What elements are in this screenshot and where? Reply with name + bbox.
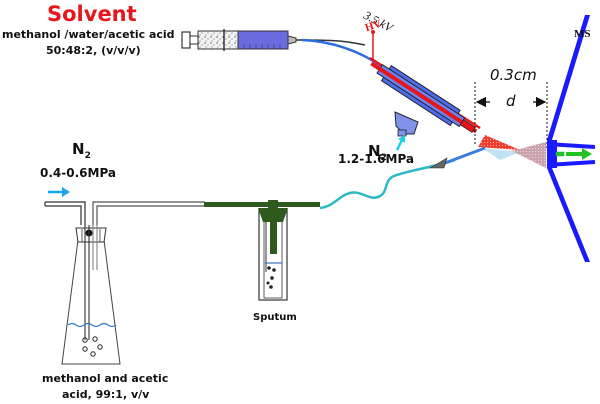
green-transfer-tube (204, 202, 320, 207)
ms-label: MS (574, 28, 591, 40)
syringe-plunger-rod (189, 35, 199, 45)
esi-source (370, 61, 478, 134)
sample-spray-plume (482, 148, 520, 160)
sputum-tube-cap (258, 208, 288, 222)
sample-transfer-tube (319, 158, 456, 210)
electrospray-plume (478, 135, 520, 150)
nebulizer-gas-inlet (394, 111, 419, 137)
carrier-gas-pressure: 0.4-0.6MPa (40, 166, 117, 180)
carrier-gas-arrow-icon (48, 187, 70, 197)
hv-connection (371, 30, 375, 60)
flask-solution-line2: acid, 99:1, v/v (62, 388, 150, 401)
solvent-composition: methanol /water/acetic acid (2, 28, 175, 41)
flask-outlet-tube (92, 225, 98, 270)
flask-liquid-surface (67, 322, 117, 328)
capillary-ferrule (428, 157, 448, 169)
distance-symbol: d (506, 92, 516, 110)
gas-outlet-tube (92, 201, 205, 225)
gas-inlet-tube (44, 201, 86, 225)
carrier-gas-subscript: 2 (84, 151, 91, 161)
mixing-zone-plume (512, 142, 546, 168)
syringe-plunger-cap (181, 31, 191, 49)
distance-value: 0.3cm (490, 66, 537, 84)
nebulizer-gas-label: N2 (368, 142, 387, 163)
sample-emitter-capillary (444, 146, 486, 165)
flask-solution-line1: methanol and acetic (42, 372, 169, 385)
ion-flow-arrow-icon (555, 148, 592, 160)
ms-inlet (547, 15, 595, 262)
syringe (181, 29, 305, 51)
carrier-gas-symbol: N (72, 140, 85, 158)
erlenmeyer-flask (61, 225, 121, 365)
sputum-bubbles (266, 266, 276, 289)
syringe-tip (287, 35, 297, 45)
esi-tip (459, 119, 476, 133)
solvent-ratio: 50:48:2, (v/v/v) (46, 44, 141, 57)
nebulizer-gas-pressure: 1.2-1.6MPa (338, 152, 415, 166)
sputum-label: Sputum (253, 312, 297, 323)
flask-inlet-tube (84, 225, 90, 340)
syringe-solvent-fill (237, 30, 289, 50)
nebulizer-gas-arrow-icon (395, 135, 405, 151)
carrier-gas-label: N2 (72, 140, 91, 161)
flask-bubbles (82, 336, 103, 357)
sputum-tube (258, 200, 288, 301)
distance-marker (474, 82, 548, 148)
solvent-title: Solvent (47, 2, 137, 26)
esi-capillary (370, 61, 478, 134)
nebulizer-gas-symbol: N (368, 142, 381, 160)
nebulizer-gas-subscript: 2 (380, 153, 387, 163)
sputum-tube-dip-tube (270, 220, 277, 254)
